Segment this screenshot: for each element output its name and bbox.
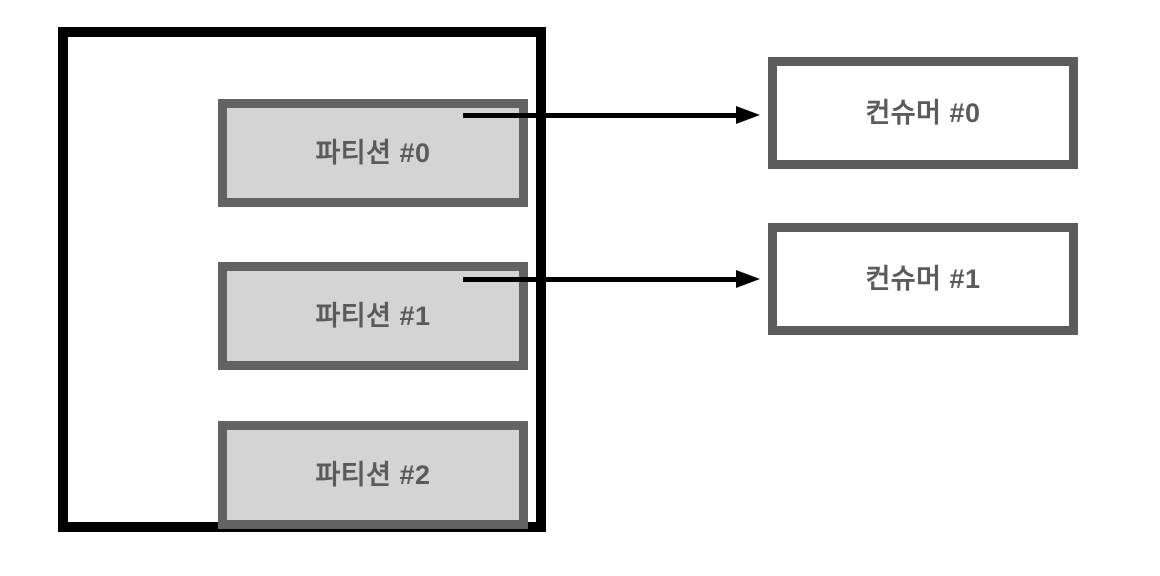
partition-box-2[interactable]: 파티션 #2 xyxy=(218,421,528,529)
consumer-box-0[interactable]: 컨슈머 #0 xyxy=(768,57,1078,169)
partition-label-0: 파티션 #0 xyxy=(315,137,431,168)
arrow-head-icon xyxy=(736,270,760,288)
topic-container: 파티션 #0 파티션 #1 파티션 #2 xyxy=(58,27,546,532)
consumer-box-1[interactable]: 컨슈머 #1 xyxy=(768,223,1078,335)
arrow-head-icon xyxy=(736,106,760,124)
consumer-label-0: 컨슈머 #0 xyxy=(865,97,981,128)
partition-label-1: 파티션 #1 xyxy=(315,300,431,331)
partition-box-0[interactable]: 파티션 #0 xyxy=(218,99,528,207)
partition-box-1[interactable]: 파티션 #1 xyxy=(218,262,528,370)
consumer-label-1: 컨슈머 #1 xyxy=(865,263,981,294)
partition-label-2: 파티션 #2 xyxy=(315,459,431,490)
